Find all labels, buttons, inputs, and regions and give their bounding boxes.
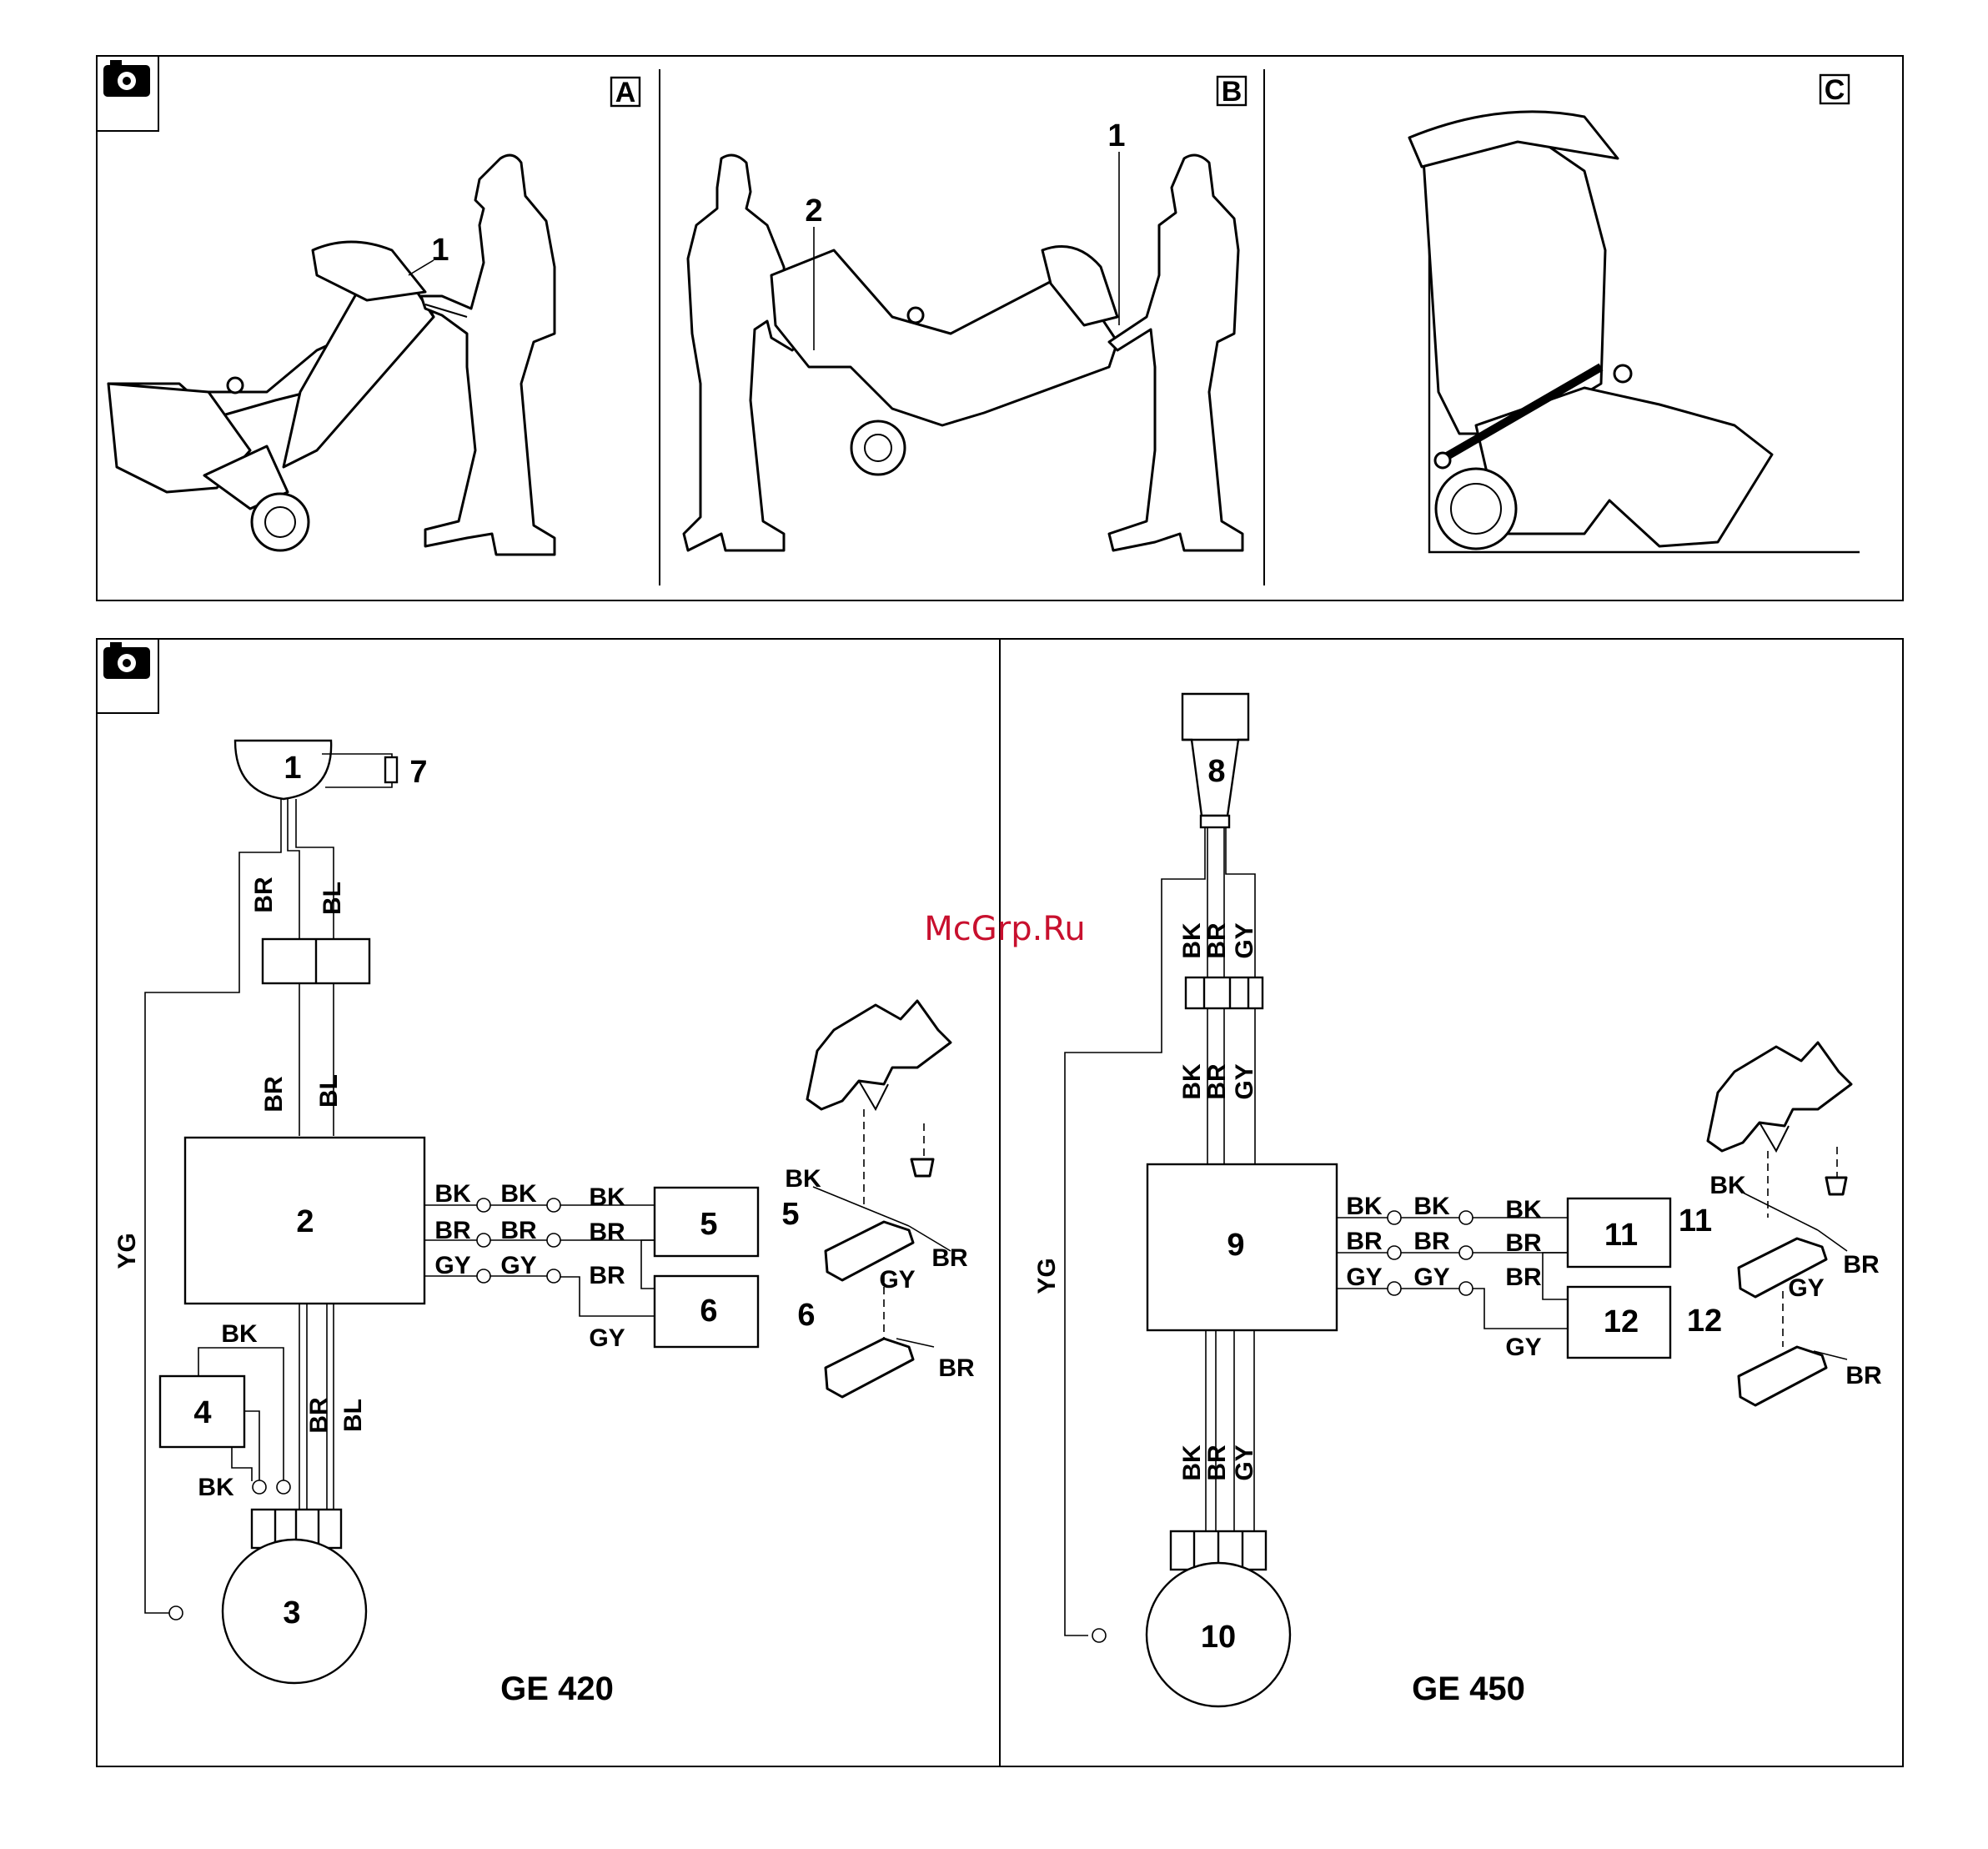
svg-text:BR: BR <box>434 1217 471 1244</box>
svg-text:BK: BK <box>221 1320 258 1348</box>
svg-text:GY: GY <box>500 1252 536 1279</box>
handling-figure: A B C 1 <box>97 56 1903 600</box>
svg-text:BL: BL <box>339 1399 367 1432</box>
svg-text:GY: GY <box>1231 922 1258 958</box>
svg-text:GY: GY <box>589 1324 625 1352</box>
wiring-figure: McGrp.Ru 1 7 BR BL BR BL 2 <box>97 639 1903 1766</box>
svg-text:BL: BL <box>319 882 346 915</box>
svg-text:BR: BR <box>1843 1251 1880 1279</box>
svg-text:BR: BR <box>1845 1362 1882 1389</box>
panel-a-callout-1: 1 <box>431 233 449 268</box>
svg-text:YG: YG <box>1033 1258 1061 1294</box>
svg-text:BK: BK <box>198 1474 234 1501</box>
svg-text:BK: BK <box>1178 1063 1206 1100</box>
panel-a-illustration <box>108 155 555 555</box>
svg-text:BR: BR <box>938 1354 975 1382</box>
panel-b-callout-1: 1 <box>1107 118 1125 153</box>
svg-text:BR: BR <box>1505 1229 1542 1257</box>
panel-letter-c: C <box>1820 74 1849 106</box>
stored-shredder-bin <box>1422 125 1605 434</box>
svg-text:BR: BR <box>589 1262 625 1289</box>
svg-text:BR: BR <box>1505 1264 1542 1291</box>
svg-text:9: 9 <box>1227 1228 1244 1263</box>
person-a <box>421 155 555 555</box>
camera-icon <box>97 639 158 713</box>
svg-text:BK: BK <box>1178 1445 1206 1481</box>
panel-letter-a: A <box>611 77 640 108</box>
svg-text:GY: GY <box>1505 1334 1541 1361</box>
svg-text:BR: BR <box>1203 1063 1231 1100</box>
svg-text:3: 3 <box>283 1595 300 1630</box>
svg-text:BR: BR <box>260 1076 288 1113</box>
panel-b-callout-2: 2 <box>805 193 822 229</box>
svg-text:12: 12 <box>1687 1304 1722 1339</box>
svg-text:GY: GY <box>1231 1063 1258 1099</box>
wheel <box>252 494 309 550</box>
ge450-diagram: 8 BK BR GY BK BR GY 9 BK <box>1033 694 1882 1707</box>
wheel-c <box>1436 469 1516 549</box>
svg-text:BK: BK <box>1346 1193 1383 1220</box>
svg-text:11: 11 <box>1604 1218 1638 1253</box>
panel-c-illustration <box>1409 112 1860 552</box>
svg-text:BR: BR <box>500 1217 537 1244</box>
svg-text:BR: BR <box>589 1218 625 1246</box>
svg-text:4: 4 <box>193 1395 211 1430</box>
svg-text:BK: BK <box>589 1183 625 1211</box>
person-b-left <box>684 155 801 550</box>
ge450-switch-detail <box>1708 1043 1851 1405</box>
svg-text:GY: GY <box>1788 1274 1824 1302</box>
ge420-switch-detail <box>807 1001 951 1397</box>
svg-text:BK: BK <box>434 1180 471 1208</box>
camera-icon <box>97 56 158 131</box>
person-b-right <box>1109 155 1242 550</box>
watermark: McGrp.Ru <box>924 910 1085 948</box>
ge420-model-label: GE 420 <box>500 1671 614 1707</box>
svg-text:GY: GY <box>1346 1264 1382 1291</box>
svg-text:6: 6 <box>797 1298 815 1333</box>
svg-text:7: 7 <box>409 755 427 790</box>
svg-text:BR: BR <box>931 1244 968 1272</box>
svg-text:BR: BR <box>1203 1445 1231 1481</box>
svg-text:BL: BL <box>315 1074 343 1108</box>
svg-text:GY: GY <box>1413 1264 1449 1291</box>
svg-text:BK: BK <box>785 1165 821 1193</box>
panel-b-illustration <box>684 155 1242 550</box>
svg-text:BK: BK <box>1413 1193 1450 1220</box>
panel-letter-b: B <box>1217 76 1246 108</box>
svg-text:BK: BK <box>1709 1172 1746 1199</box>
svg-text:6: 6 <box>700 1294 717 1329</box>
ge450-model-label: GE 450 <box>1412 1671 1525 1707</box>
svg-text:GY: GY <box>1231 1445 1258 1480</box>
svg-text:BK: BK <box>1178 922 1206 959</box>
svg-text:2: 2 <box>296 1204 314 1239</box>
svg-text:BR: BR <box>1346 1228 1383 1255</box>
svg-text:BK: BK <box>1505 1196 1542 1223</box>
wheel-b <box>851 421 905 475</box>
svg-text:GY: GY <box>434 1252 470 1279</box>
svg-text:C: C <box>1825 74 1845 106</box>
svg-text:12: 12 <box>1604 1304 1639 1339</box>
ge450-terminal-block <box>1186 977 1263 1008</box>
svg-text:5: 5 <box>700 1207 717 1242</box>
svg-text:B: B <box>1222 76 1242 108</box>
svg-text:5: 5 <box>781 1197 799 1232</box>
svg-text:A: A <box>615 77 636 108</box>
svg-text:BR: BR <box>305 1397 333 1434</box>
ge420-diagram: 1 7 BR BL BR BL 2 <box>113 741 975 1707</box>
svg-text:BR: BR <box>1203 922 1231 959</box>
shredder-lid <box>313 242 425 300</box>
svg-text:BR: BR <box>250 877 278 913</box>
svg-text:GY: GY <box>879 1266 915 1294</box>
svg-text:8: 8 <box>1207 754 1225 789</box>
svg-text:11: 11 <box>1679 1203 1712 1239</box>
svg-text:BR: BR <box>1413 1228 1450 1255</box>
svg-text:1: 1 <box>284 751 301 786</box>
svg-text:10: 10 <box>1201 1620 1236 1655</box>
svg-text:BK: BK <box>500 1180 537 1208</box>
svg-text:YG: YG <box>113 1233 141 1269</box>
